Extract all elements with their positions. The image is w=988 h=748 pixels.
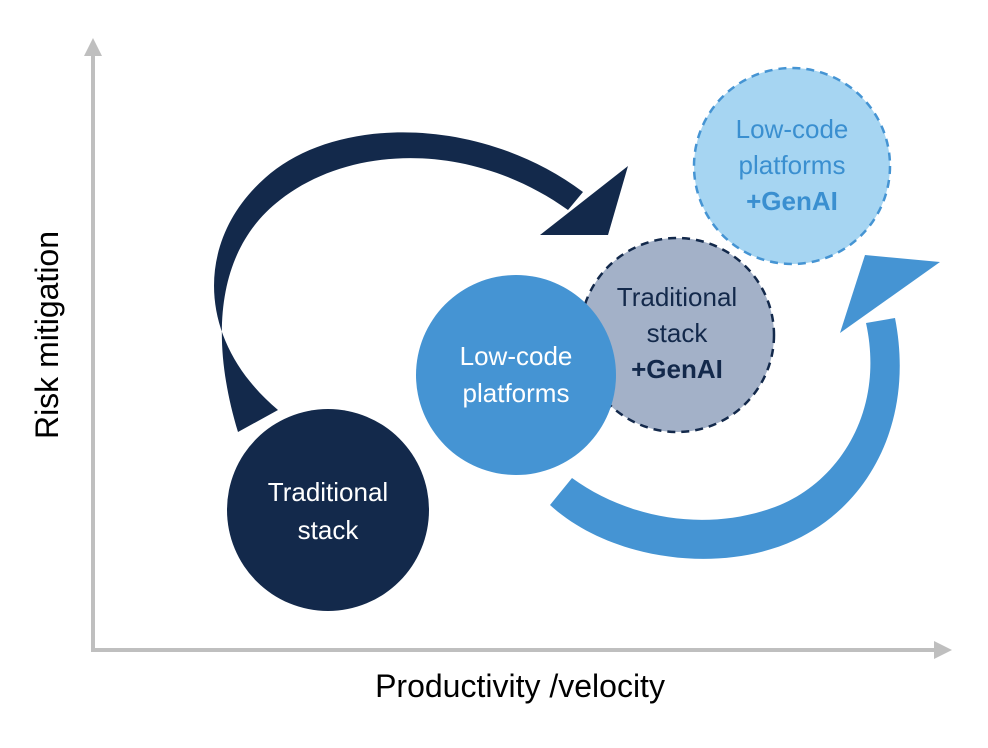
traditional-genai-line2: stack — [647, 318, 709, 348]
low-code-line1: Low-code — [460, 341, 573, 371]
traditional-genai-circle — [578, 236, 776, 434]
traditional-stack-line1: Traditional — [268, 477, 388, 507]
traditional-stack-circle — [227, 409, 429, 611]
low-code-genai-line2: platforms — [739, 150, 846, 180]
low-code-genai-line1: Low-code — [736, 114, 849, 144]
traditional-stack-line2: stack — [298, 515, 360, 545]
blue-arrow-body — [550, 318, 900, 559]
low-code-genai-line3: +GenAI — [746, 186, 838, 216]
bubble-traditional-stack: Traditional stack — [227, 409, 429, 611]
low-code-line2: platforms — [463, 378, 570, 408]
bubble-low-code-platforms-genai: Low-code platforms +GenAI — [692, 66, 892, 266]
dark-arrow-head — [540, 166, 628, 235]
traditional-genai-line3: +GenAI — [631, 354, 723, 384]
low-code-circle — [416, 275, 616, 475]
axes — [84, 38, 952, 659]
dark-curved-arrow — [214, 132, 628, 432]
bubble-traditional-stack-genai: Traditional stack +GenAI — [578, 236, 776, 434]
y-axis-arrowhead — [84, 38, 102, 56]
low-code-genai-circle — [692, 66, 892, 266]
dark-arrow-body — [214, 132, 584, 432]
y-axis-title: Risk mitigation — [29, 231, 65, 439]
x-axis-arrowhead — [934, 641, 952, 659]
x-axis-title: Productivity /velocity — [375, 668, 665, 704]
traditional-genai-line1: Traditional — [617, 282, 737, 312]
blue-arrow-head — [840, 255, 940, 333]
blue-curved-arrow — [550, 255, 940, 559]
bubble-low-code-platforms: Low-code platforms — [416, 275, 616, 475]
